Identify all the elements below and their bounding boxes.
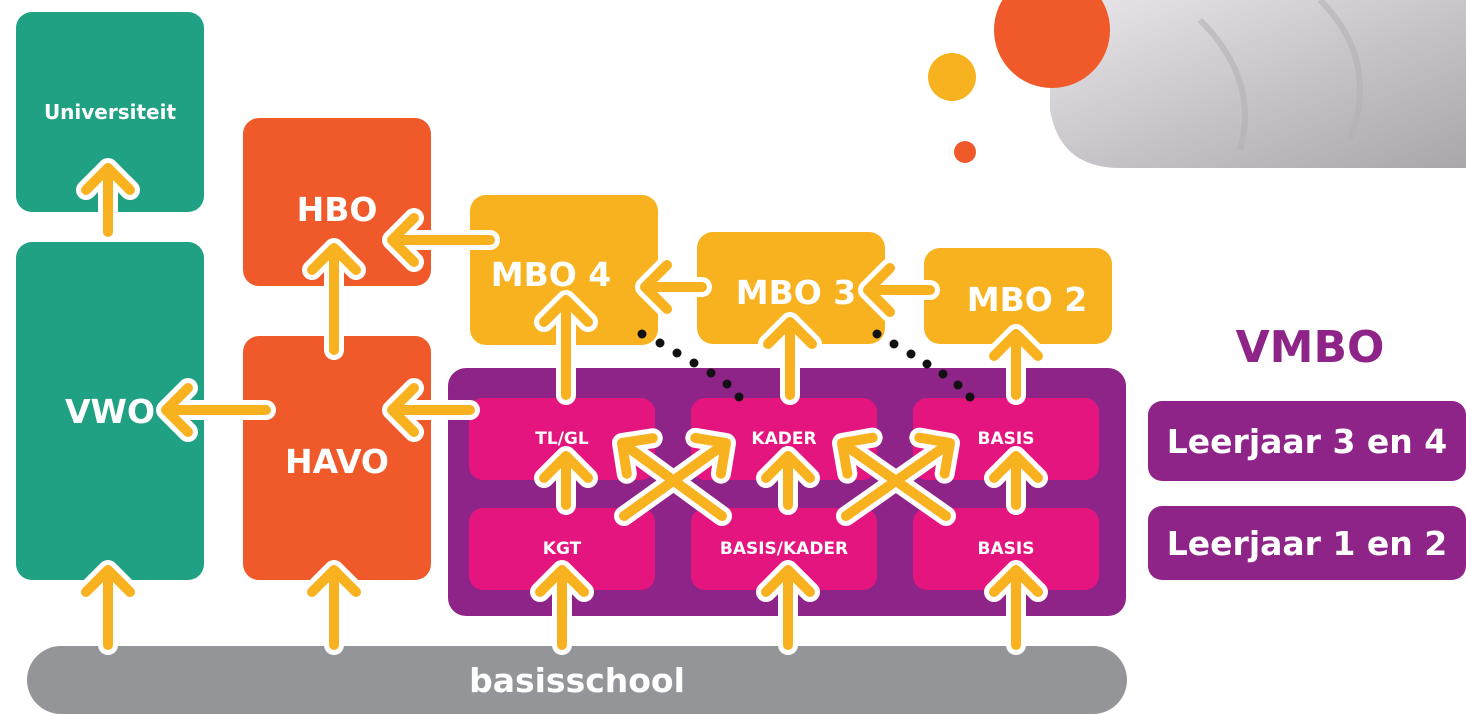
- legend-lower-label: Leerjaar 1 en 2: [1166, 523, 1448, 563]
- kader-label: KADER: [751, 429, 817, 449]
- hbo-label: HBO: [296, 190, 378, 229]
- dotted-connectors: [637, 329, 975, 402]
- arrow-basis-basis: [989, 451, 1043, 510]
- legend-upper-label: Leerjaar 3 en 4: [1166, 421, 1448, 461]
- arrow-bk-tlgl: [617, 433, 727, 521]
- arrow-havo-hbo: [307, 243, 361, 355]
- legend-upper: Leerjaar 3 en 4: [1148, 401, 1466, 481]
- orange-circle-large: [994, 0, 1110, 88]
- arrow-school-kgt: [535, 565, 589, 650]
- arrow-mbo2-mbo3: [863, 263, 935, 317]
- mbo3-label: MBO 3: [735, 272, 857, 312]
- havo-label: HAVO: [285, 442, 389, 481]
- arrow-basis-kader: [837, 432, 951, 521]
- yellow-circle: [928, 53, 976, 101]
- basisschool-label: basisschool: [469, 660, 685, 700]
- arrow-kader-mbo3: [763, 317, 817, 400]
- arrow-school-vwo: [81, 565, 135, 650]
- orange-circle-small: [954, 141, 976, 163]
- tlgl-label: TL/GL: [535, 429, 589, 449]
- havo-box: HAVO: [243, 336, 431, 580]
- arrow-school-bk: [761, 565, 815, 650]
- basiskader-label: BASIS/KADER: [719, 539, 849, 559]
- legend-title: VMBO: [1235, 322, 1385, 373]
- arrow-mbo3-mbo4: [640, 260, 707, 314]
- photo-image: [1050, 0, 1466, 168]
- arrow-vwo-universiteit: [81, 163, 135, 237]
- basis-lower-label: BASIS: [977, 539, 1035, 559]
- arrow-school-basis: [989, 565, 1043, 650]
- vwo-label: VWO: [65, 391, 155, 431]
- arrow-mbo4-hbo: [387, 213, 495, 267]
- arrow-vmbo-havo: [387, 383, 475, 437]
- arrow-tlgl-mbo4: [539, 295, 593, 400]
- mbo4-label: MBO 4: [490, 255, 612, 294]
- mbo2-label: MBO 2: [966, 279, 1088, 319]
- arrow-basis-mbo2: [989, 329, 1043, 400]
- arrow-kgt-tlgl: [539, 451, 593, 510]
- arrow-havo-vwo: [161, 383, 271, 437]
- basis-upper-label: BASIS: [977, 429, 1035, 449]
- basisschool-bar: basisschool: [27, 646, 1127, 714]
- arrow-bk-kader: [761, 451, 815, 510]
- universiteit-label: Universiteit: [43, 100, 177, 124]
- kgt-label: KGT: [542, 539, 582, 559]
- legend-lower: Leerjaar 1 en 2: [1148, 506, 1466, 580]
- arrow-school-havo: [307, 565, 361, 650]
